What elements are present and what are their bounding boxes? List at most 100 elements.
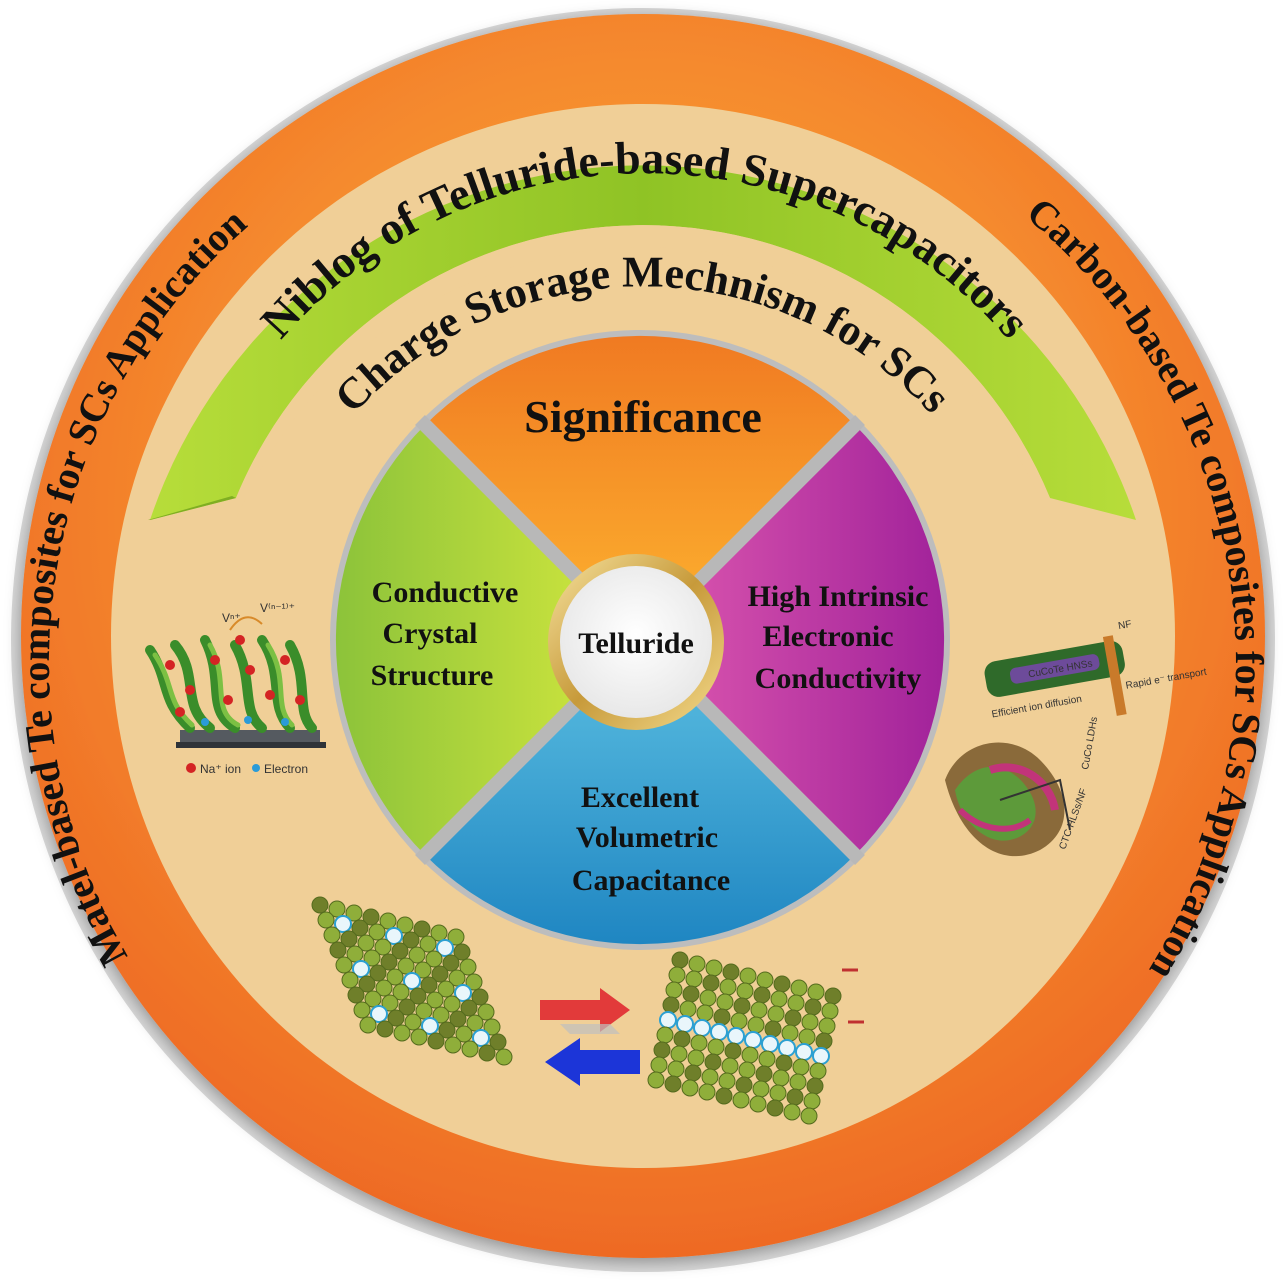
lattice-atom xyxy=(716,993,734,1011)
lattice-atom xyxy=(408,946,426,964)
lattice-atom xyxy=(735,1076,753,1094)
lattice-atom xyxy=(427,1032,445,1050)
lattice-atom xyxy=(784,1009,802,1027)
lattice-atom xyxy=(415,1002,433,1020)
quadrant-left xyxy=(335,425,640,855)
lattice-atom xyxy=(781,1024,799,1042)
lattice-atom xyxy=(730,1012,748,1030)
lattice-atom xyxy=(719,978,737,996)
ion-site xyxy=(385,927,403,945)
lattice-atom xyxy=(704,1053,722,1071)
blue-arrow xyxy=(545,1038,640,1086)
lattice-atom xyxy=(818,1017,836,1035)
lattice-atom xyxy=(379,912,397,930)
lattice-atom xyxy=(752,1080,770,1098)
lattice-atom xyxy=(444,1036,462,1054)
lattice-atom xyxy=(766,1099,784,1117)
lattice-atom xyxy=(323,926,341,944)
lattice-atom xyxy=(311,896,329,914)
red-arrow xyxy=(540,988,630,1034)
lattice-atom xyxy=(770,990,788,1008)
lattice-atom xyxy=(696,1004,714,1022)
lattice-atom xyxy=(721,1057,739,1075)
lattice-atom xyxy=(404,1013,422,1031)
center-label: Telluride xyxy=(578,627,694,660)
lattice-atom xyxy=(718,1072,736,1090)
lattice-atom xyxy=(809,1062,827,1080)
lattice-atom xyxy=(340,930,358,948)
quadrants xyxy=(335,335,945,945)
lattice-atom xyxy=(369,964,387,982)
lattice-atom xyxy=(410,1028,428,1046)
lattice-atom xyxy=(668,966,686,984)
lattice-atom xyxy=(393,1024,411,1042)
label-nf: NF xyxy=(1117,619,1132,632)
lattice-atom xyxy=(783,1103,801,1121)
lattice-atom xyxy=(374,938,392,956)
lattice-atom xyxy=(420,976,438,994)
lattice-atom xyxy=(375,979,393,997)
lattice-atom xyxy=(442,954,460,972)
lattice-atom xyxy=(786,1088,804,1106)
lattice-atom xyxy=(409,987,427,1005)
lattice-atom xyxy=(667,1060,685,1078)
lattice-atom xyxy=(767,1005,785,1023)
lattice-atom xyxy=(438,1021,456,1039)
lattice-atom xyxy=(402,931,420,949)
lattice-atom xyxy=(489,1033,507,1051)
ion-site xyxy=(812,1047,830,1065)
lattice-atom xyxy=(698,1083,716,1101)
lattice-atom xyxy=(772,1069,790,1087)
lattice-atom xyxy=(425,950,443,968)
svg-text:Conductivity: Conductivity xyxy=(755,662,922,695)
quadrant-bottom-label: Excellent Volumetric Capacitance xyxy=(572,781,730,897)
composite-cluster xyxy=(945,742,1071,857)
lattice-atom xyxy=(392,983,410,1001)
left-nanosheet-figure: Vⁿ⁺ V⁽ⁿ⁻¹⁾⁺ Na⁺ ion Electron xyxy=(145,601,326,776)
lattice-atom xyxy=(685,970,703,988)
lattice-atom xyxy=(359,1016,377,1034)
ion-site xyxy=(454,984,472,1002)
lattice-atom xyxy=(387,1009,405,1027)
lattice-atom xyxy=(733,997,751,1015)
lattice-atom xyxy=(749,1095,767,1113)
lattice-atom xyxy=(787,994,805,1012)
svg-text:Electronic: Electronic xyxy=(762,620,893,653)
lattice-atom xyxy=(477,1003,495,1021)
svg-text:Capacitance: Capacitance xyxy=(572,864,730,897)
lattice-atom xyxy=(397,957,415,975)
bottom-layered-figure xyxy=(311,896,864,1125)
lattice-atom xyxy=(413,920,431,938)
svg-text:Excellent: Excellent xyxy=(581,781,699,814)
lattice-atom xyxy=(775,1054,793,1072)
legend-electron-dot xyxy=(252,764,260,772)
quadrant-left-label: Conductive Crystal Structure xyxy=(371,576,519,692)
lattice-atom xyxy=(750,1001,768,1019)
lattice-atom xyxy=(459,958,477,976)
lattice-atom xyxy=(699,989,717,1007)
lattice-atom xyxy=(329,941,347,959)
lattice-atom xyxy=(773,975,791,993)
ion-site xyxy=(370,1005,388,1023)
lattice-atom xyxy=(790,979,808,997)
ion-site xyxy=(761,1035,779,1053)
lattice-atom xyxy=(684,1064,702,1082)
lattice-atom xyxy=(317,911,335,929)
lattice-atom xyxy=(670,1045,688,1063)
ion-site xyxy=(710,1023,728,1041)
lattice-atom xyxy=(358,975,376,993)
lattice-atom xyxy=(341,971,359,989)
lattice-atom xyxy=(363,949,381,967)
lattice-atom xyxy=(647,1071,665,1089)
lattice-atom xyxy=(806,1077,824,1095)
lattice-atom xyxy=(381,994,399,1012)
ion-site xyxy=(727,1027,745,1045)
lattice-atom xyxy=(430,924,448,942)
lattice-atom xyxy=(688,955,706,973)
lattice-atom xyxy=(656,1026,674,1044)
lattice-atom xyxy=(764,1020,782,1038)
lattice-atom xyxy=(665,981,683,999)
lattice-atom xyxy=(478,1044,496,1062)
quadrant-bottom xyxy=(425,640,855,945)
lattice-atom xyxy=(736,982,754,1000)
